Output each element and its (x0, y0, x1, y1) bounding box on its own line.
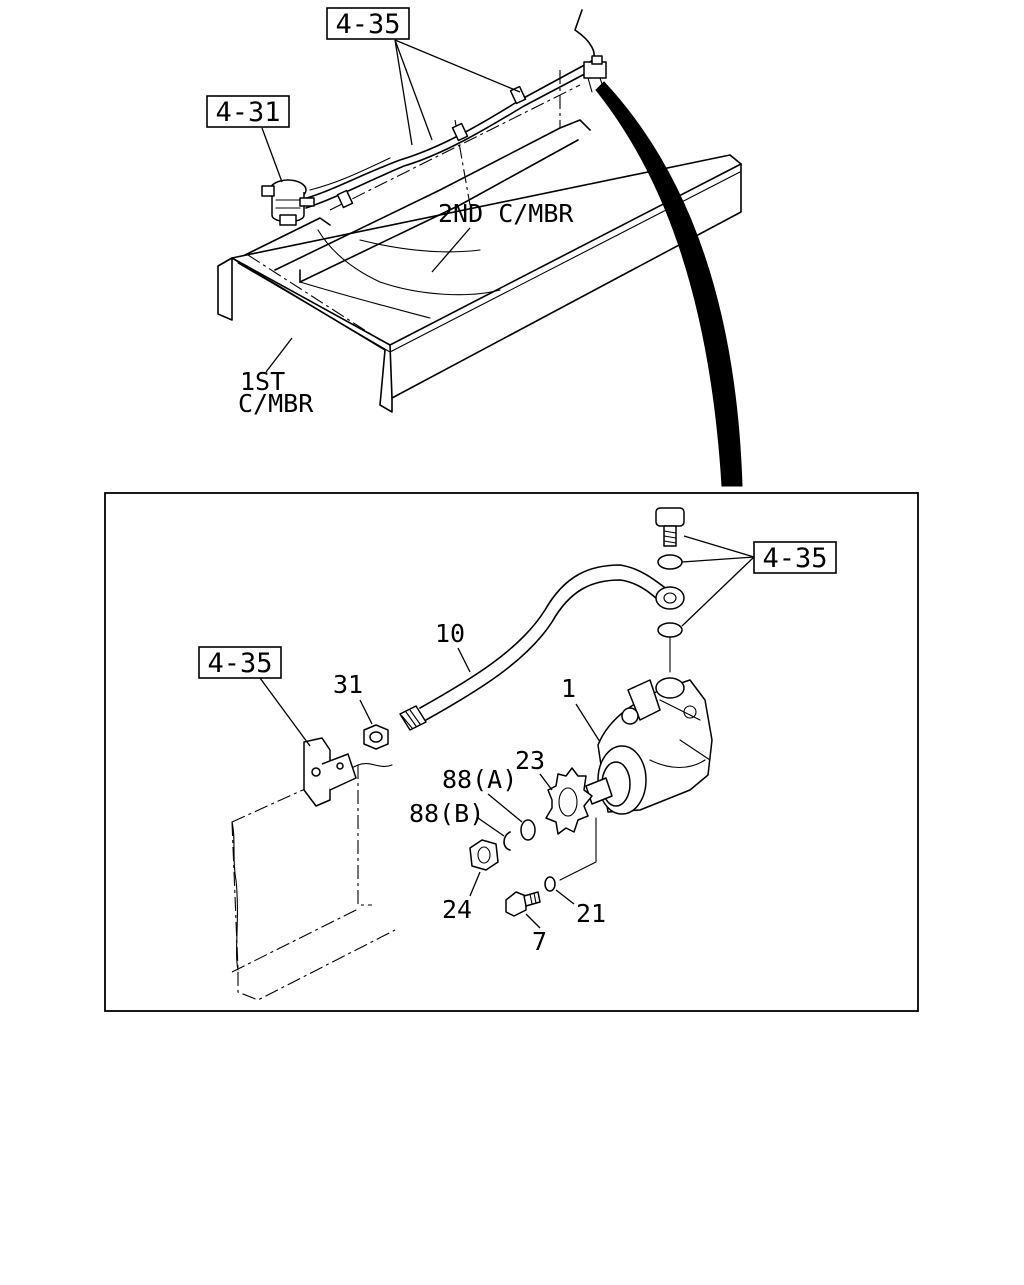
label-1st-crossmember-line1: 1ST (240, 367, 285, 396)
washer-21-icon (544, 876, 556, 892)
part-label-88a: 88(A) (442, 765, 517, 794)
banjo-bolt-icon (655, 507, 685, 547)
detail-link-curve (595, 81, 743, 487)
part-label-7: 7 (532, 927, 547, 956)
pipe-10-icon (399, 564, 685, 731)
part-label-21: 21 (576, 899, 606, 928)
callout-top-4-35: 4-35 (326, 7, 521, 146)
part-label-88b: 88(B) (409, 799, 484, 828)
callout-top-4-35-text: 4-35 (335, 9, 400, 40)
callout-detail-4-35-left: 4-35 (198, 646, 311, 747)
detail-frame (104, 492, 919, 1012)
valve-assembly-icon (261, 179, 315, 226)
pipe-fitting-icon (583, 55, 607, 93)
callout-top-4-31: 4-31 (206, 95, 290, 183)
nut-31-icon (363, 724, 389, 750)
callout-top-4-31-text: 4-31 (215, 97, 280, 128)
clip-88b-icon (503, 831, 511, 851)
part-label-24: 24 (442, 895, 472, 924)
part-label-31: 31 (333, 670, 363, 699)
washer-21-axis (559, 817, 597, 881)
callout-detail-4-35-right-text: 4-35 (762, 543, 827, 574)
pump-1-icon (585, 677, 713, 815)
washer-lower-icon (657, 622, 683, 638)
part-label-10: 10 (435, 619, 465, 648)
label-2nd-crossmember: 2ND C/MBR (438, 199, 574, 228)
gear-23-icon (545, 767, 593, 835)
rail-section (231, 763, 396, 1001)
washer-88a-icon (520, 819, 536, 841)
bracket-icon (303, 737, 357, 807)
nut-24-icon (469, 839, 499, 871)
bolt-7-icon (505, 891, 541, 917)
part-label-23: 23 (515, 746, 545, 775)
washer-upper-icon (657, 554, 683, 570)
callout-detail-4-35-right: 4-35 (681, 535, 837, 627)
frame-assembly (217, 9, 742, 413)
part-label-1: 1 (561, 674, 576, 703)
callout-detail-4-35-left-text: 4-35 (207, 648, 272, 679)
label-1st-crossmember-line2: C/MBR (238, 389, 314, 418)
